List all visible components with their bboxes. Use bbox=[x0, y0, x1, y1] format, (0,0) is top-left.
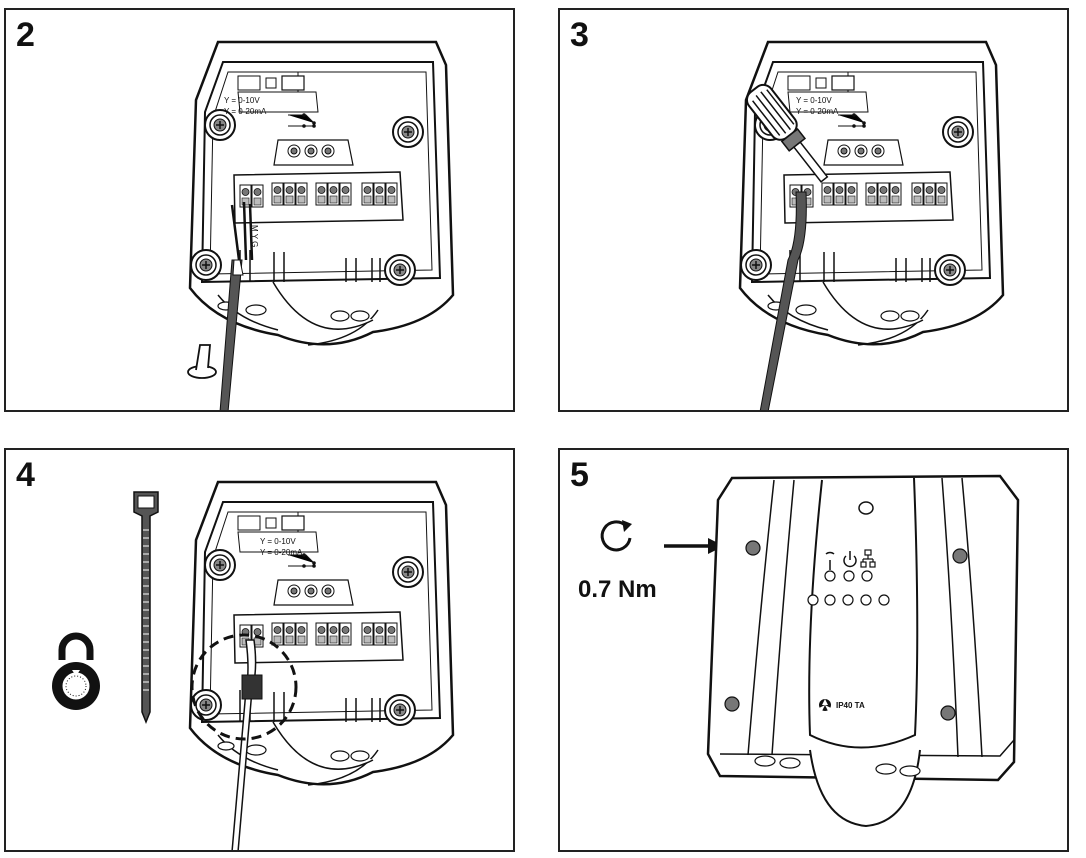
brand-logo bbox=[819, 699, 831, 711]
network-icon bbox=[860, 549, 876, 568]
wire-markings-label: M Y G bbox=[250, 225, 259, 247]
step-panel: 5 0.7 Nm bbox=[558, 448, 1069, 852]
signal-voltage-label: Y = 0-10V bbox=[796, 96, 832, 105]
screwdriver-icon bbox=[745, 83, 829, 183]
antenna-icon bbox=[825, 551, 835, 570]
screw-icon bbox=[187, 344, 217, 379]
signal-current-label: Y = 0-20mA bbox=[224, 107, 267, 116]
signal-voltage-label: Y = 0-10V bbox=[260, 537, 296, 546]
open-housing-illustration: Y = 0-10V Y = 0-20mA M Y G bbox=[187, 10, 513, 410]
step-number: 2 bbox=[16, 16, 35, 54]
signal-voltage-label: Y = 0-10V bbox=[224, 96, 260, 105]
ip-rating-label: IP40 TA bbox=[836, 701, 865, 710]
step-number: 3 bbox=[570, 16, 589, 54]
rotate-clockwise-icon bbox=[600, 520, 632, 552]
cable-tie-icon bbox=[133, 491, 159, 725]
power-icon bbox=[843, 551, 857, 568]
lock-icon bbox=[52, 632, 100, 710]
step-panel: 4 Y = 0-10V Y = 0-20mA bbox=[4, 448, 515, 852]
torque-label: 0.7 Nm bbox=[578, 576, 657, 603]
step-number: 5 bbox=[570, 456, 589, 494]
signal-current-label: Y = 0-20mA bbox=[260, 548, 303, 557]
open-housing-illustration: Y = 0-10V Y = 0-20mA bbox=[560, 10, 1067, 410]
step-panel: 2 Y = 0-10V Y = 0-20mA M Y G bbox=[4, 8, 515, 412]
open-housing-illustration: Y = 0-10V Y = 0-20mA bbox=[52, 450, 513, 850]
closed-housing-illustration: IP40 TA bbox=[600, 474, 1020, 828]
step-panel: 3 Y = 0-10V Y = 0-20mA bbox=[558, 8, 1069, 412]
step-number: 4 bbox=[16, 456, 35, 494]
signal-current-label: Y = 0-20mA bbox=[796, 107, 839, 116]
